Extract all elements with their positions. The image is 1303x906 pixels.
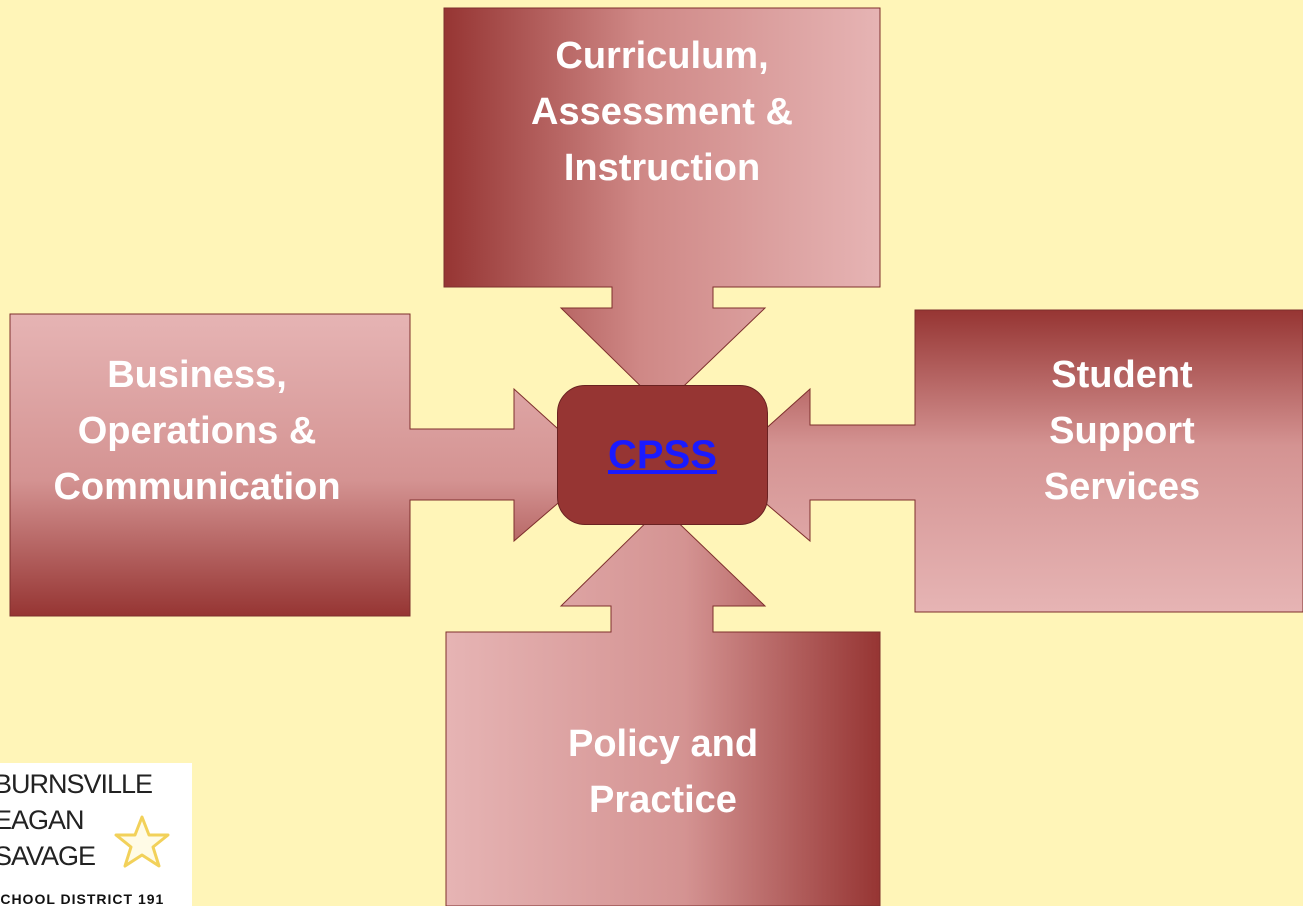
bottom-arrow-label: Policy and Practice — [446, 716, 880, 828]
left-label-line: Operations & — [77, 410, 317, 452]
right-arrow-label: Student Support Services — [1015, 347, 1229, 515]
bottom-arrow — [445, 506, 881, 906]
bottom-label-line: Practice — [589, 779, 737, 821]
left-label-line: Business, — [107, 354, 287, 396]
center-box: CPSS — [557, 385, 768, 525]
right-label-line: Student — [1051, 354, 1193, 396]
left-label-line: Communication — [53, 466, 341, 508]
top-label-line: Curriculum, — [555, 35, 769, 77]
cpss-link[interactable]: CPSS — [608, 432, 717, 477]
logo-line: BURNSVILLE — [0, 769, 153, 799]
top-label-line: Assessment & — [531, 91, 793, 133]
right-label-line: Services — [1043, 466, 1201, 508]
district-logo: BURNSVILLE EAGAN SAVAGE SCHOOL DISTRICT … — [0, 763, 192, 906]
top-arrow — [443, 7, 881, 408]
top-arrow-label: Curriculum, Assessment & Instruction — [444, 28, 880, 196]
logo-line: EAGAN — [0, 805, 85, 835]
star-icon — [114, 815, 170, 868]
left-arrow-label: Business, Operations & Communication — [10, 347, 384, 515]
right-label-line: Support — [1049, 410, 1195, 452]
logo-line: SAVAGE — [0, 841, 96, 871]
top-label-line: Instruction — [563, 147, 761, 189]
bottom-label-line: Policy and — [567, 723, 759, 765]
logo-subtitle: SCHOOL DISTRICT 191 — [0, 891, 165, 906]
